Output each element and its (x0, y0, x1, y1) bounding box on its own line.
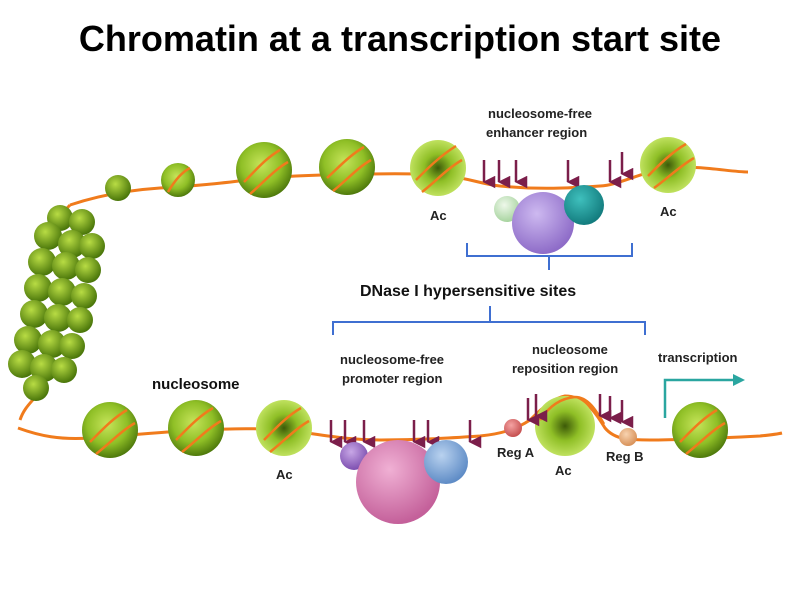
factor-blue (424, 440, 468, 484)
label-reg-a: Reg A (497, 445, 535, 460)
nucleosome-bottom-2 (168, 400, 224, 456)
factor-pink-large (356, 440, 440, 524)
bracket-top (466, 243, 633, 270)
transcription-arrow-head (733, 374, 745, 386)
nucleosome-top-2 (161, 163, 195, 197)
label-ac-top-1: Ac (430, 208, 447, 223)
bracket-bottom (332, 306, 646, 335)
label-enhancer-line1: nucleosome-free (488, 106, 592, 121)
label-dnase-sites: DNase I hypersensitive sites (360, 283, 576, 300)
nucleosome-repositioned-ac (535, 395, 606, 456)
label-enhancer-line2: enhancer region (486, 125, 587, 140)
chromatin-fiber (8, 205, 105, 401)
label-ac-top-2: Ac (660, 204, 677, 219)
factor-teal (564, 185, 604, 225)
label-ac-bottom-2: Ac (555, 463, 572, 478)
label-ac-bottom-1: Ac (276, 467, 293, 482)
nucleosome-top-3 (236, 142, 292, 198)
factor-purple-large (512, 192, 574, 254)
nucleosome-transcribed (672, 402, 728, 458)
transcription-arrow (663, 378, 735, 418)
label-transcription: transcription (658, 350, 738, 365)
nucleosome-top-4 (319, 139, 375, 195)
label-promoter-line2: promoter region (342, 371, 442, 386)
page-title: Chromatin at a transcription start site (78, 18, 722, 59)
nucleosome-top-ac-2 (640, 137, 696, 193)
nucleosome-top-ac-1 (410, 140, 466, 196)
nucleosome-top-1 (105, 175, 131, 201)
label-promoter-line1: nucleosome-free (340, 352, 444, 367)
label-nucleosome: nucleosome (152, 376, 240, 393)
label-reposition-line2: reposition region (512, 361, 618, 376)
label-reg-b: Reg B (606, 449, 644, 464)
dnase-arrows-bottom (329, 394, 634, 449)
factor-reg-a (504, 419, 522, 437)
label-reposition-line1: nucleosome (532, 342, 608, 357)
nucleosome-bottom-1 (82, 402, 138, 458)
factor-reg-b (619, 428, 637, 446)
nucleosome-bottom-ac (256, 400, 312, 456)
dnase-arrows-top (482, 152, 634, 189)
